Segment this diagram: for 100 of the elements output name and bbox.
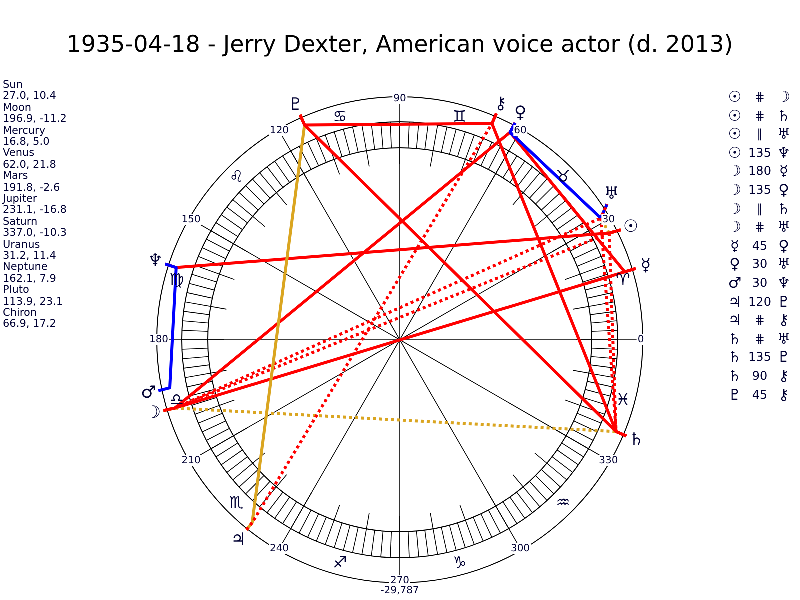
planet-position-value: 231.1, -16.8	[3, 205, 67, 217]
aspect-planet-glyph: ☽	[728, 162, 742, 180]
planet-glyph: ☉	[620, 217, 641, 238]
degree-label: 60	[513, 126, 528, 137]
aspect-symbol: 30	[752, 275, 768, 292]
zodiac-sign-glyph: ♏	[229, 495, 244, 512]
aspect-line	[298, 113, 498, 127]
aspect-line	[508, 122, 609, 220]
aspect-planet-glyph: ⚷	[778, 311, 790, 330]
planet-glyph: ♆	[145, 251, 166, 271]
degree-label: 150	[180, 214, 202, 225]
planet-position-value: 16.8, 5.0	[3, 137, 50, 148]
aspect-planet-glyph: ☽	[728, 181, 742, 199]
zodiac-sign-glyph: ♓	[616, 392, 630, 408]
planet-name: Mars	[3, 171, 28, 183]
aspect-planet-glyph: ♄	[777, 200, 791, 218]
aspect-planet-glyph: ♇	[777, 348, 791, 366]
aspect-planet-glyph: ☉	[728, 106, 742, 125]
aspect-planet-glyph: ♄	[777, 106, 791, 125]
zodiac-sign-glyph: ♐	[333, 555, 348, 572]
planet-glyph: ♂	[138, 383, 159, 404]
aspect-symbol: ∥	[757, 200, 763, 218]
planet-position-value: 162.1, 7.9	[3, 274, 56, 285]
planet-glyph: ♀	[510, 103, 531, 124]
degree-label: 240	[268, 543, 290, 554]
aspect-symbol: ⋕	[754, 108, 766, 125]
planet-name: Chiron	[3, 308, 38, 319]
aspect-planet-glyph: ♄	[728, 367, 742, 385]
aspect-symbol: ⋕	[754, 89, 766, 106]
aspect-symbol: 180	[748, 163, 772, 180]
aspect-symbol: 45	[752, 386, 768, 404]
zodiac-sign-glyph: ♑	[452, 555, 467, 572]
zodiac-sign-glyph: ♉	[556, 168, 570, 185]
planet-name: Pluto	[3, 285, 30, 297]
degree-label: 270	[389, 576, 411, 586]
zodiac-sign-glyph: ♌	[229, 168, 244, 185]
planet-glyph: ☽	[144, 402, 164, 423]
aspect-line	[158, 262, 178, 392]
aspect-planet-glyph: ☽	[728, 200, 742, 218]
aspect-planet-glyph: ☽	[728, 218, 742, 236]
zodiac-sign-glyph: ♒	[556, 495, 570, 512]
planet-name: Uranus	[3, 240, 40, 251]
aspect-planet-glyph: ♇	[777, 292, 791, 311]
planet-position-value: 113.9, 23.1	[3, 296, 64, 308]
aspect-planet-glyph: ♃	[728, 292, 742, 311]
aspect-planet-glyph: ♅	[777, 330, 791, 348]
aspect-planet-glyph: ♄	[728, 330, 742, 348]
planet-position-value: 337.0, -10.3	[3, 228, 67, 240]
planet-glyph: ☿	[636, 256, 656, 276]
zodiac-sign-glyph: ♈	[616, 272, 630, 288]
aspect-symbol: 120	[748, 294, 772, 311]
zodiac-sign-glyph: ♊	[452, 108, 467, 125]
aspect-symbol: ⋕	[754, 330, 766, 348]
aspect-planet-glyph: ⚷	[778, 386, 790, 404]
planet-name: Moon	[3, 102, 32, 114]
day-number: -29,787	[380, 586, 420, 596]
degree-label: 300	[510, 543, 532, 554]
aspect-planet-glyph: ☉	[728, 144, 742, 162]
planet-position-value: 66.9, 17.2	[3, 319, 56, 331]
planet-name: Neptune	[3, 262, 48, 274]
planet-glyph: ♄	[626, 430, 647, 450]
aspect-symbol: ⋕	[754, 219, 766, 236]
aspect-symbol: ⋕	[754, 312, 766, 330]
planet-glyph: ♃	[228, 530, 249, 550]
aspect-symbol: 135	[748, 144, 772, 162]
aspect-symbol: 135	[748, 182, 772, 199]
aspect-planet-glyph: ☉	[728, 88, 742, 106]
aspect-symbol: ∥	[757, 126, 763, 144]
planet-name: Jupiter	[3, 194, 38, 206]
degree-label: 120	[268, 126, 290, 137]
aspect-planet-glyph: ♆	[777, 274, 791, 292]
aspect-planet-glyph: ♄	[728, 348, 742, 366]
planet-glyph: ⚷	[490, 94, 511, 114]
planet-name: Mercury	[3, 126, 46, 137]
aspect-planet-glyph: ⚷	[778, 367, 790, 385]
aspect-planet-glyph: ♃	[728, 311, 742, 330]
aspect-planet-glyph: ☉	[728, 125, 742, 144]
aspect-planet-glyph: ♀	[778, 181, 790, 199]
degree-label: 210	[180, 455, 202, 466]
planet-position-value: 196.9, -11.2	[3, 114, 67, 126]
degree-label: 90	[392, 94, 408, 104]
chart-title: 1935-04-18 - Jerry Dexter, American voice actor (d. 2013)	[66, 32, 734, 58]
aspect-planet-glyph: ☿	[730, 236, 740, 255]
aspect-symbol: 30	[752, 256, 768, 274]
aspect-planet-glyph: ♆	[777, 144, 791, 162]
aspect-planet-glyph: ♂	[728, 274, 742, 292]
degree-label: 180	[148, 334, 170, 346]
degree-label: 30	[601, 214, 616, 225]
planet-position-value: 31.2, 11.4	[3, 251, 56, 262]
aspect-symbol: 90	[752, 368, 768, 385]
aspect-planet-glyph: ♀	[730, 255, 740, 274]
aspect-planet-glyph: ☿	[779, 162, 789, 180]
planet-name: Sun	[3, 80, 23, 91]
aspect-symbol: 45	[752, 238, 768, 255]
degree-label: 330	[598, 455, 620, 466]
aspect-planet-glyph: ♅	[777, 255, 791, 274]
planet-glyph: ♇	[286, 95, 306, 116]
aspect-planet-glyph: ♇	[728, 386, 742, 404]
planet-position-value: 191.8, -2.6	[3, 182, 60, 194]
planet-position-value: 62.0, 21.8	[3, 160, 56, 171]
